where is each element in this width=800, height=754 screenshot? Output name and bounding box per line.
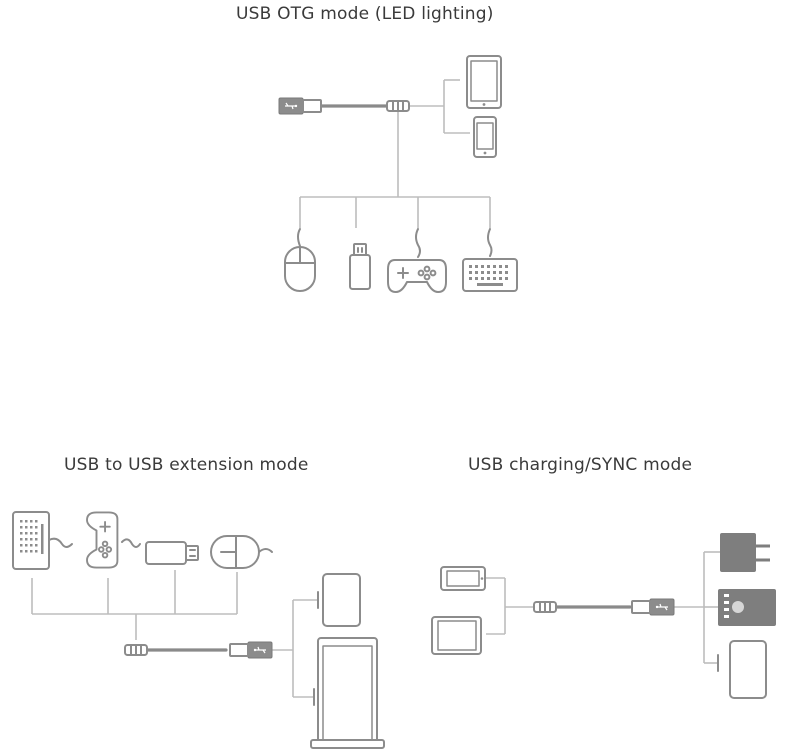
tablet-icon xyxy=(717,640,767,699)
charging-mode-title: USB charging/SYNC mode xyxy=(468,455,693,475)
extension-mode-title: USB to USB extension mode xyxy=(64,455,309,475)
extension-connector-lines xyxy=(31,570,318,698)
gamepad-icon xyxy=(387,228,447,293)
usb-flash-drive-icon xyxy=(349,243,371,290)
tablet-icon xyxy=(431,616,482,655)
usb-a-plug-icon xyxy=(278,97,322,115)
micro-usb-plug-icon xyxy=(386,100,410,112)
usb-flash-drive-icon xyxy=(145,541,199,565)
mouse-icon xyxy=(284,228,316,292)
otg-mode-title: USB OTG mode (LED lighting) xyxy=(236,4,494,24)
micro-usb-plug-icon xyxy=(533,601,557,613)
usb-a-plug-icon xyxy=(631,598,675,616)
keyboard-icon xyxy=(462,228,518,292)
wall-charger-icon xyxy=(720,533,770,572)
tablet-icon xyxy=(317,573,361,627)
laptop-icon xyxy=(310,637,385,749)
micro-usb-plug-icon xyxy=(124,644,148,656)
charging-connector-lines xyxy=(486,551,720,664)
otg-connector-lines xyxy=(299,79,491,228)
power-bank-icon xyxy=(718,589,776,626)
gamepad-icon xyxy=(86,511,141,569)
phone-icon xyxy=(440,566,486,591)
keyboard-icon xyxy=(12,511,73,570)
usb-a-plug-icon xyxy=(229,641,273,659)
phone-icon xyxy=(473,116,497,158)
mouse-icon xyxy=(210,535,273,569)
tablet-icon xyxy=(466,55,502,109)
